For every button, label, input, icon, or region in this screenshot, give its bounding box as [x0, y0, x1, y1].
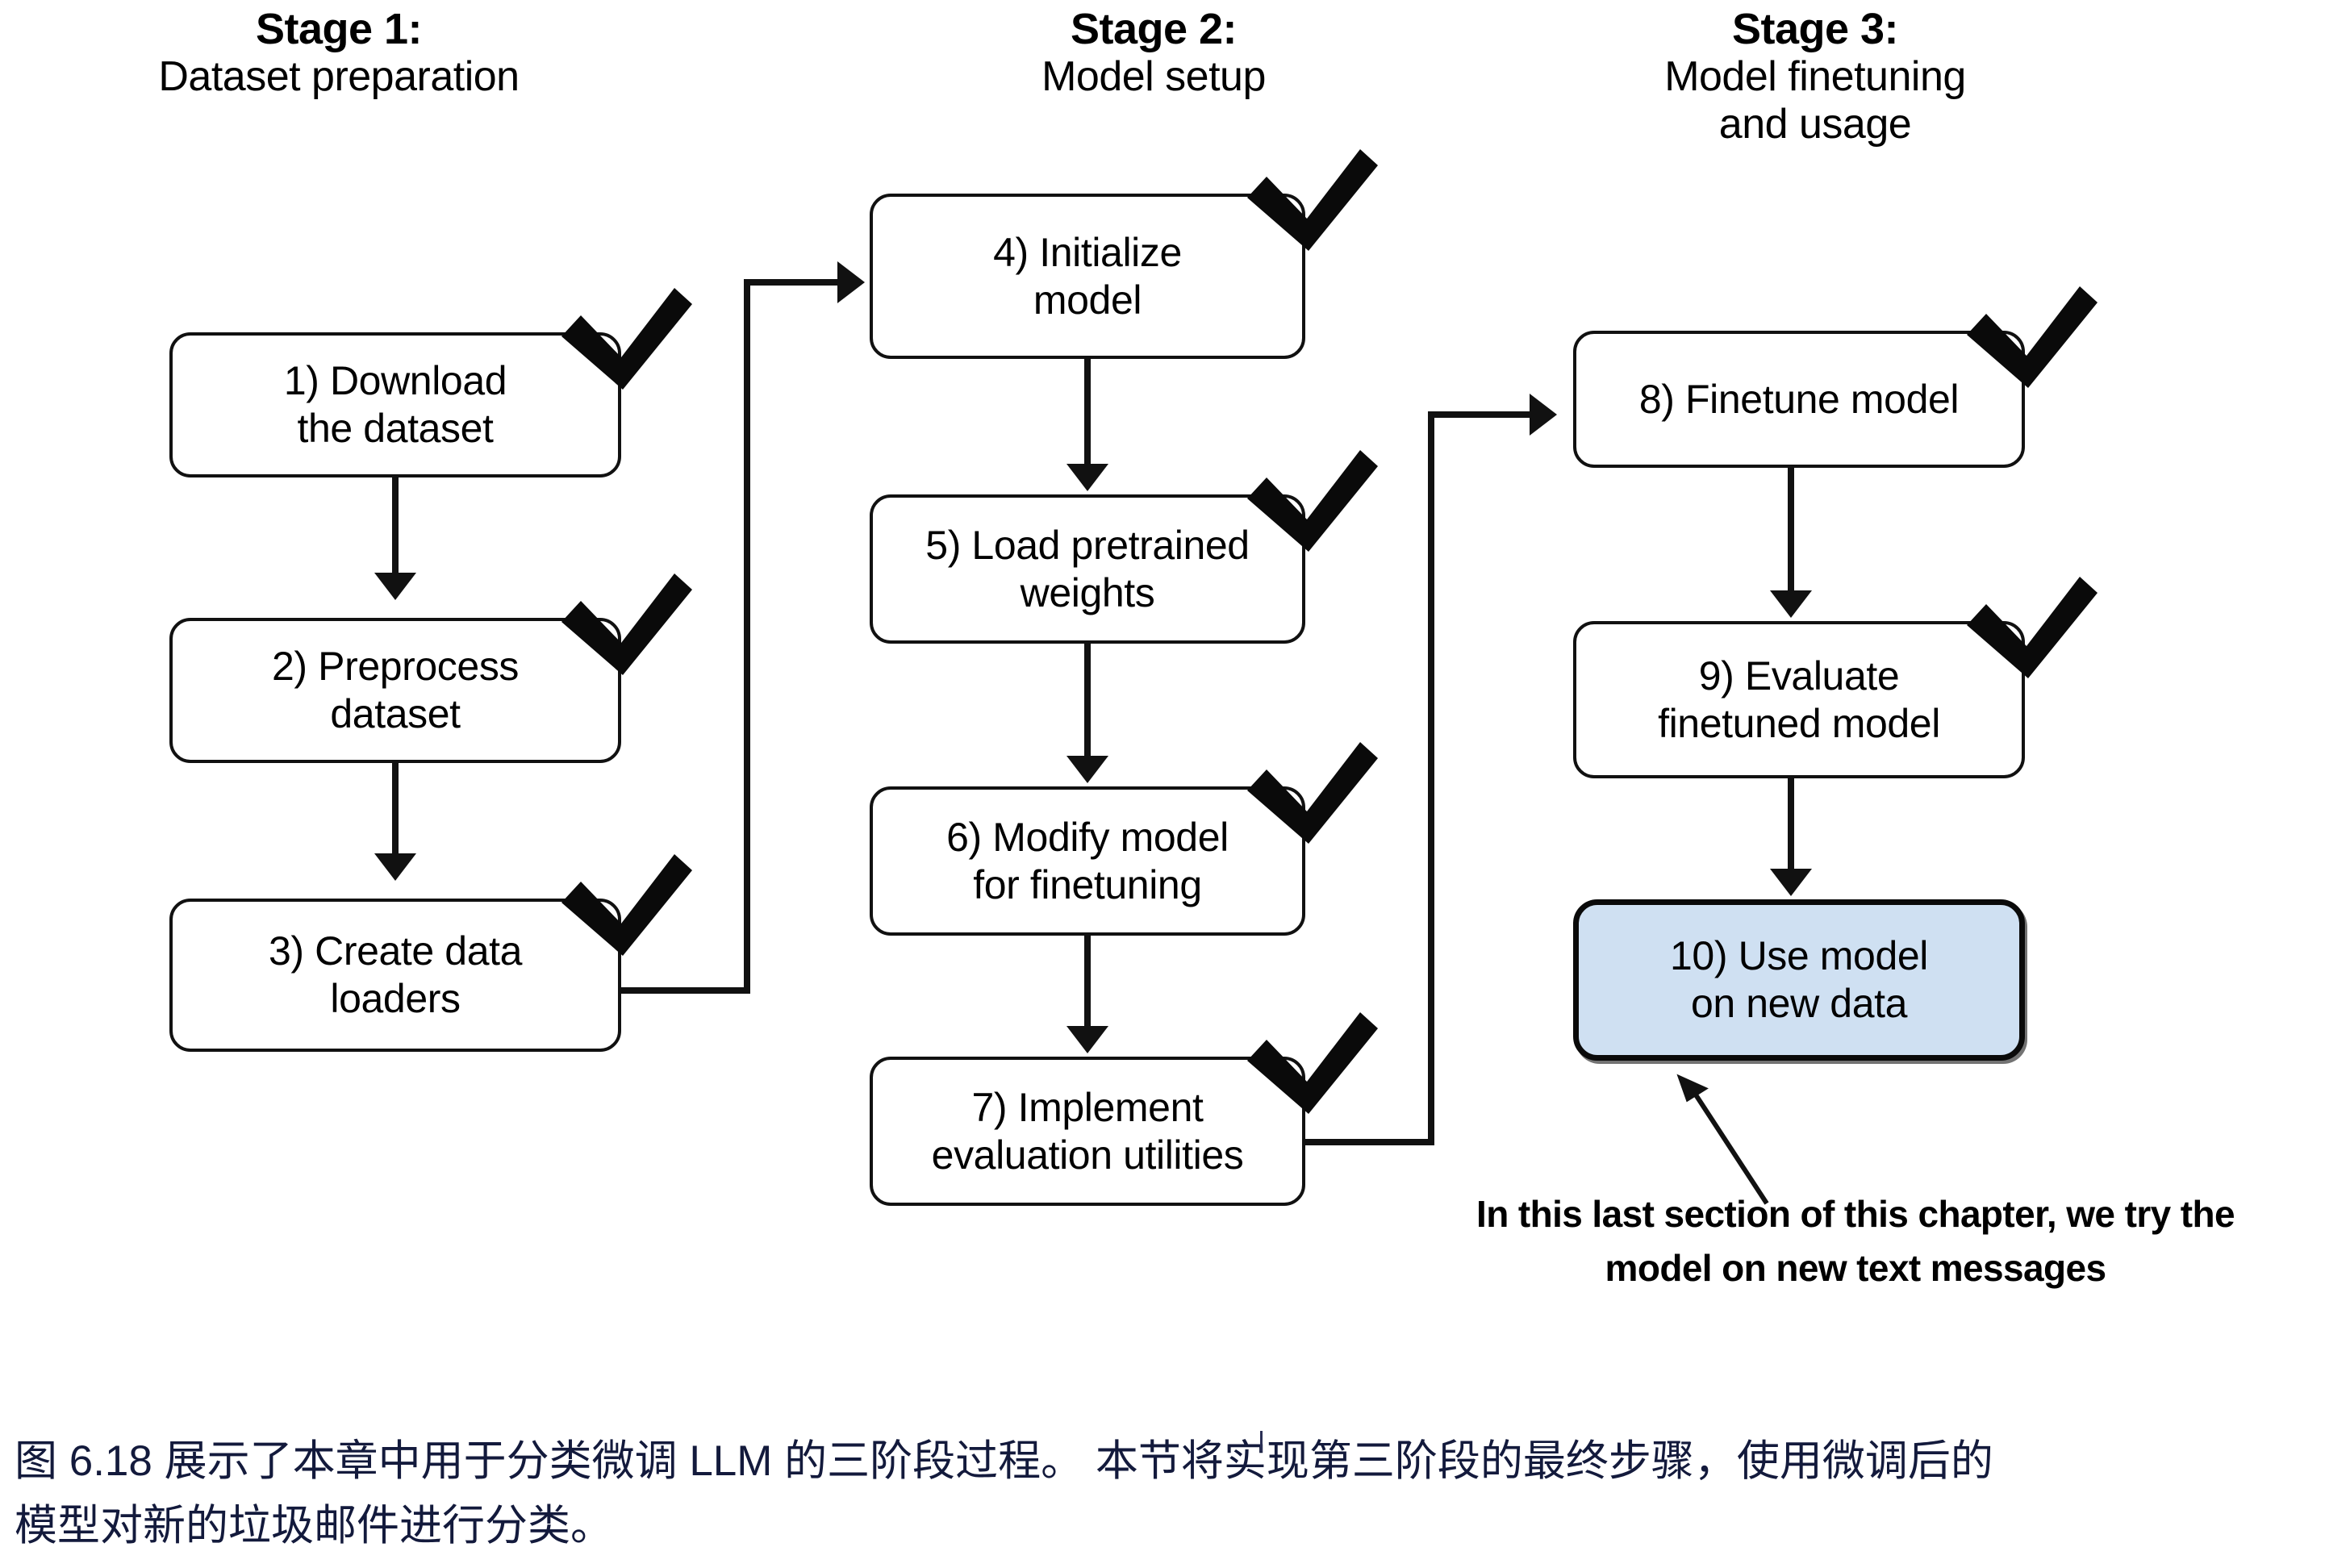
- stage-2-title: Stage 2:: [1070, 5, 1238, 53]
- connector-stage2-to-stage3-horizontal-lower: [1305, 1139, 1434, 1145]
- step-node-2-line-1: 2) Preprocess: [271, 644, 520, 689]
- connector-stage1-to-stage2-horizontal-upper: [744, 279, 837, 286]
- stage-3-title: Stage 3:: [1731, 5, 1899, 53]
- step-node-2-preprocess-dataset[interactable]: 2) Preprocess dataset: [169, 618, 621, 763]
- step-node-1-download-the-dataset[interactable]: 1) Download the dataset: [169, 332, 621, 477]
- annotation-line-1: In this last section of this chapter, we…: [1476, 1193, 2235, 1235]
- step-node-9-text: 9) Evaluate finetuned model: [1651, 653, 1947, 748]
- step-node-8-text: 8) Finetune model: [1633, 376, 1965, 423]
- connector-step-1-to-2: [392, 477, 399, 573]
- step-node-6-modify-model-for-finetuning[interactable]: 6) Modify model for finetuning: [870, 786, 1305, 936]
- arrowhead-step-5-to-6: [1066, 756, 1108, 783]
- arrowhead-step-9-to-10: [1770, 869, 1812, 896]
- step-node-7-line-1: 7) Implement: [971, 1084, 1204, 1130]
- step-node-3-text: 3) Create data loaders: [262, 928, 528, 1023]
- step-node-8-line-1: 8) Finetune model: [1638, 376, 1960, 422]
- step-node-8-finetune-model[interactable]: 8) Finetune model: [1573, 331, 2025, 468]
- step-node-3-create-data-loaders[interactable]: 3) Create data loaders: [169, 899, 621, 1052]
- step-node-7-text: 7) Implement evaluation utilities: [925, 1084, 1250, 1179]
- step-node-10-text: 10) Use model on new data: [1663, 932, 1935, 1028]
- connector-step-8-to-9: [1788, 468, 1794, 590]
- step-node-5-line-2: weights: [1020, 569, 1155, 615]
- arrowhead-step-1-to-2: [374, 573, 416, 600]
- arrowhead-stage2-to-stage3: [1530, 394, 1557, 436]
- step-node-10-line-2: on new data: [1690, 981, 1908, 1026]
- stage-2-subtitle: Model setup: [1041, 53, 1266, 101]
- step-node-4-text: 4) Initialize model: [987, 229, 1188, 324]
- step-node-10-line-1: 10) Use model: [1670, 933, 1928, 978]
- step-node-9-line-2: finetuned model: [1658, 700, 1940, 746]
- annotation-callout-arrow: [1646, 1065, 1807, 1210]
- step-node-3-line-2: loaders: [330, 976, 461, 1021]
- step-node-1-line-2: the dataset: [297, 406, 494, 451]
- step-node-6-line-2: for finetuning: [973, 861, 1202, 907]
- arrowhead-step-6-to-7: [1066, 1026, 1108, 1053]
- stage-3-subtitle-line-1: Model finetuning: [1664, 53, 1966, 101]
- step-node-7-implement-evaluation-utilities[interactable]: 7) Implement evaluation utilities: [870, 1057, 1305, 1206]
- step-node-7-line-2: evaluation utilities: [931, 1132, 1244, 1178]
- figure-caption: 图 6.18 展示了本章中用于分类微调 LLM 的三阶段过程。 本节将实现第三阶…: [15, 1429, 2306, 1558]
- connector-stage2-to-stage3-vertical: [1428, 411, 1434, 1144]
- step-node-1-line-1: 1) Download: [283, 358, 507, 403]
- connector-stage1-to-stage2-horizontal-lower: [621, 987, 750, 994]
- stage-3-heading: Stage 3: Model finetuning and usage: [1484, 5, 2146, 148]
- arrowhead-stage1-to-stage2: [837, 261, 865, 303]
- step-node-6-text: 6) Modify model for finetuning: [940, 814, 1235, 909]
- connector-stage2-to-stage3-horizontal-upper: [1428, 411, 1530, 418]
- step-node-5-line-1: 5) Load pretrained: [925, 522, 1250, 568]
- connector-step-4-to-5: [1084, 359, 1091, 464]
- step-node-3-line-1: 3) Create data: [268, 928, 523, 974]
- step-node-5-load-pretrained-weights[interactable]: 5) Load pretrained weights: [870, 494, 1305, 644]
- step-node-4-line-2: model: [1033, 277, 1142, 323]
- arrowhead-step-4-to-5: [1066, 464, 1108, 491]
- step-node-9-evaluate-finetuned-model[interactable]: 9) Evaluate finetuned model: [1573, 621, 2025, 778]
- stage-3-subtitle-line-2: and usage: [1718, 100, 1912, 148]
- step-node-6-line-1: 6) Modify model: [946, 814, 1229, 860]
- connector-stage1-to-stage2-vertical: [744, 279, 750, 994]
- step-node-5-text: 5) Load pretrained weights: [919, 522, 1255, 617]
- annotation-text: In this last section of this chapter, we…: [1428, 1187, 2283, 1295]
- connector-step-5-to-6: [1084, 644, 1091, 756]
- three-stage-flow-diagram: Stage 1: Dataset preparation Stage 2: Mo…: [48, 5, 2283, 1295]
- step-node-2-text: 2) Preprocess dataset: [265, 643, 525, 738]
- arrowhead-step-8-to-9: [1770, 590, 1812, 618]
- figure-caption-line-2: 模型对新的垃圾邮件进行分类。: [15, 1501, 613, 1549]
- stage-2-heading: Stage 2: Model setup: [863, 5, 1444, 101]
- figure-caption-line-1: 图 6.18 展示了本章中用于分类微调 LLM 的三阶段过程。 本节将实现第三阶…: [15, 1437, 1993, 1485]
- connector-step-6-to-7: [1084, 936, 1091, 1026]
- arrowhead-step-2-to-3: [374, 853, 416, 881]
- step-node-10-use-model-on-new-data[interactable]: 10) Use model on new data: [1573, 899, 2025, 1061]
- step-node-1-text: 1) Download the dataset: [278, 357, 513, 452]
- stage-1-heading: Stage 1: Dataset preparation: [48, 5, 629, 101]
- stage-1-subtitle: Dataset preparation: [158, 53, 520, 101]
- page-marker-tick: [1260, 1431, 1263, 1452]
- connector-step-9-to-10: [1788, 778, 1794, 869]
- step-node-2-line-2: dataset: [330, 691, 461, 736]
- step-node-9-line-1: 9) Evaluate: [1698, 653, 1900, 699]
- connector-step-2-to-3: [392, 763, 399, 853]
- stage-1-title: Stage 1:: [255, 5, 423, 53]
- step-node-4-line-1: 4) Initialize: [993, 229, 1182, 275]
- step-node-4-initialize-model[interactable]: 4) Initialize model: [870, 194, 1305, 359]
- annotation-line-2: model on new text messages: [1605, 1246, 2107, 1289]
